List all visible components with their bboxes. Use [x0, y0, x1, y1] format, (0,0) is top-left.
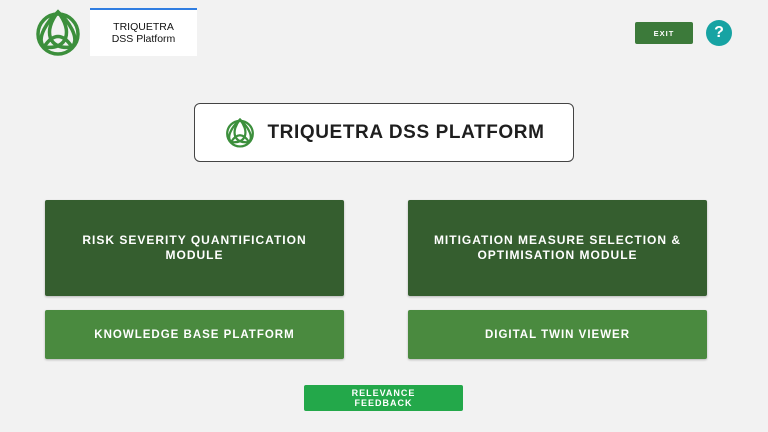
app-tab-title: TRIQUETRA: [113, 21, 174, 33]
triquetra-logo-icon: [36, 9, 80, 56]
exit-button[interactable]: EXIT: [635, 22, 693, 44]
risk-severity-module-label: RISK SEVERITY QUANTIFICATION MODULE: [82, 233, 307, 262]
mitigation-measure-module-button[interactable]: MITIGATION MEASURE SELECTION & OPTIMISAT…: [408, 200, 707, 296]
digital-twin-viewer-label: DIGITAL TWIN VIEWER: [484, 328, 631, 341]
triquetra-icon: [226, 117, 255, 148]
exit-button-label: EXIT: [653, 28, 675, 38]
question-mark-icon: ?: [714, 24, 724, 41]
platform-title-box: TRIQUETRA DSS PLATFORM: [194, 103, 574, 162]
page-title: TRIQUETRA DSS PLATFORM: [267, 121, 545, 143]
app-tab-subtitle: DSS Platform: [111, 33, 176, 45]
relevance-feedback-label: RELEVANCE FEEDBACK: [351, 388, 416, 408]
app-tab[interactable]: TRIQUETRA DSS Platform: [90, 8, 197, 56]
help-button[interactable]: ?: [706, 20, 732, 46]
risk-severity-module-button[interactable]: RISK SEVERITY QUANTIFICATION MODULE: [45, 200, 344, 296]
knowledge-base-label: KNOWLEDGE BASE PLATFORM: [94, 328, 295, 341]
knowledge-base-button[interactable]: KNOWLEDGE BASE PLATFORM: [45, 310, 344, 359]
relevance-feedback-button[interactable]: RELEVANCE FEEDBACK: [304, 385, 463, 411]
digital-twin-viewer-button[interactable]: DIGITAL TWIN VIEWER: [408, 310, 707, 359]
mitigation-measure-module-label: MITIGATION MEASURE SELECTION & OPTIMISAT…: [433, 233, 682, 262]
